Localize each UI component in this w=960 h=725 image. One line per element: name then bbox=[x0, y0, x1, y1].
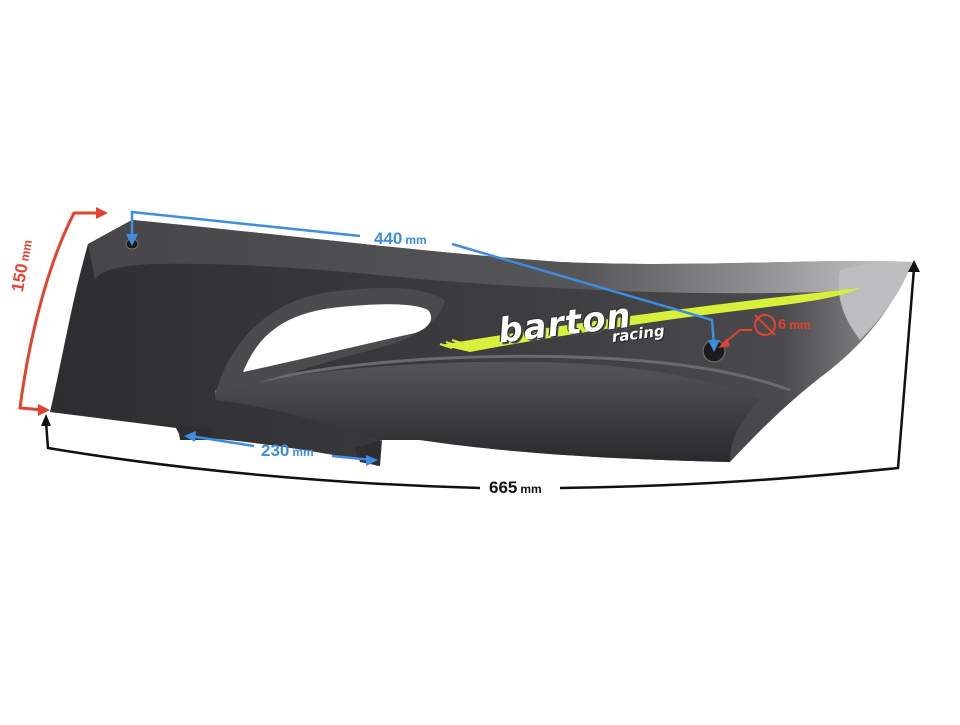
dimension-440-line bbox=[130, 210, 716, 347]
dimension-height-bracket bbox=[18, 211, 100, 412]
dimension-length-line bbox=[44, 267, 916, 490]
accent-hatch bbox=[439, 339, 465, 349]
fairing-crease bbox=[214, 354, 791, 394]
fairing-top-plate bbox=[88, 220, 912, 294]
dimension-230-line bbox=[189, 434, 373, 462]
fairing-tip bbox=[838, 262, 912, 340]
accent-stripe bbox=[440, 288, 860, 352]
fairing-window-cutout bbox=[243, 304, 432, 372]
dimension-6mm-pointer bbox=[721, 314, 776, 346]
fairing-lower-band bbox=[215, 361, 760, 462]
